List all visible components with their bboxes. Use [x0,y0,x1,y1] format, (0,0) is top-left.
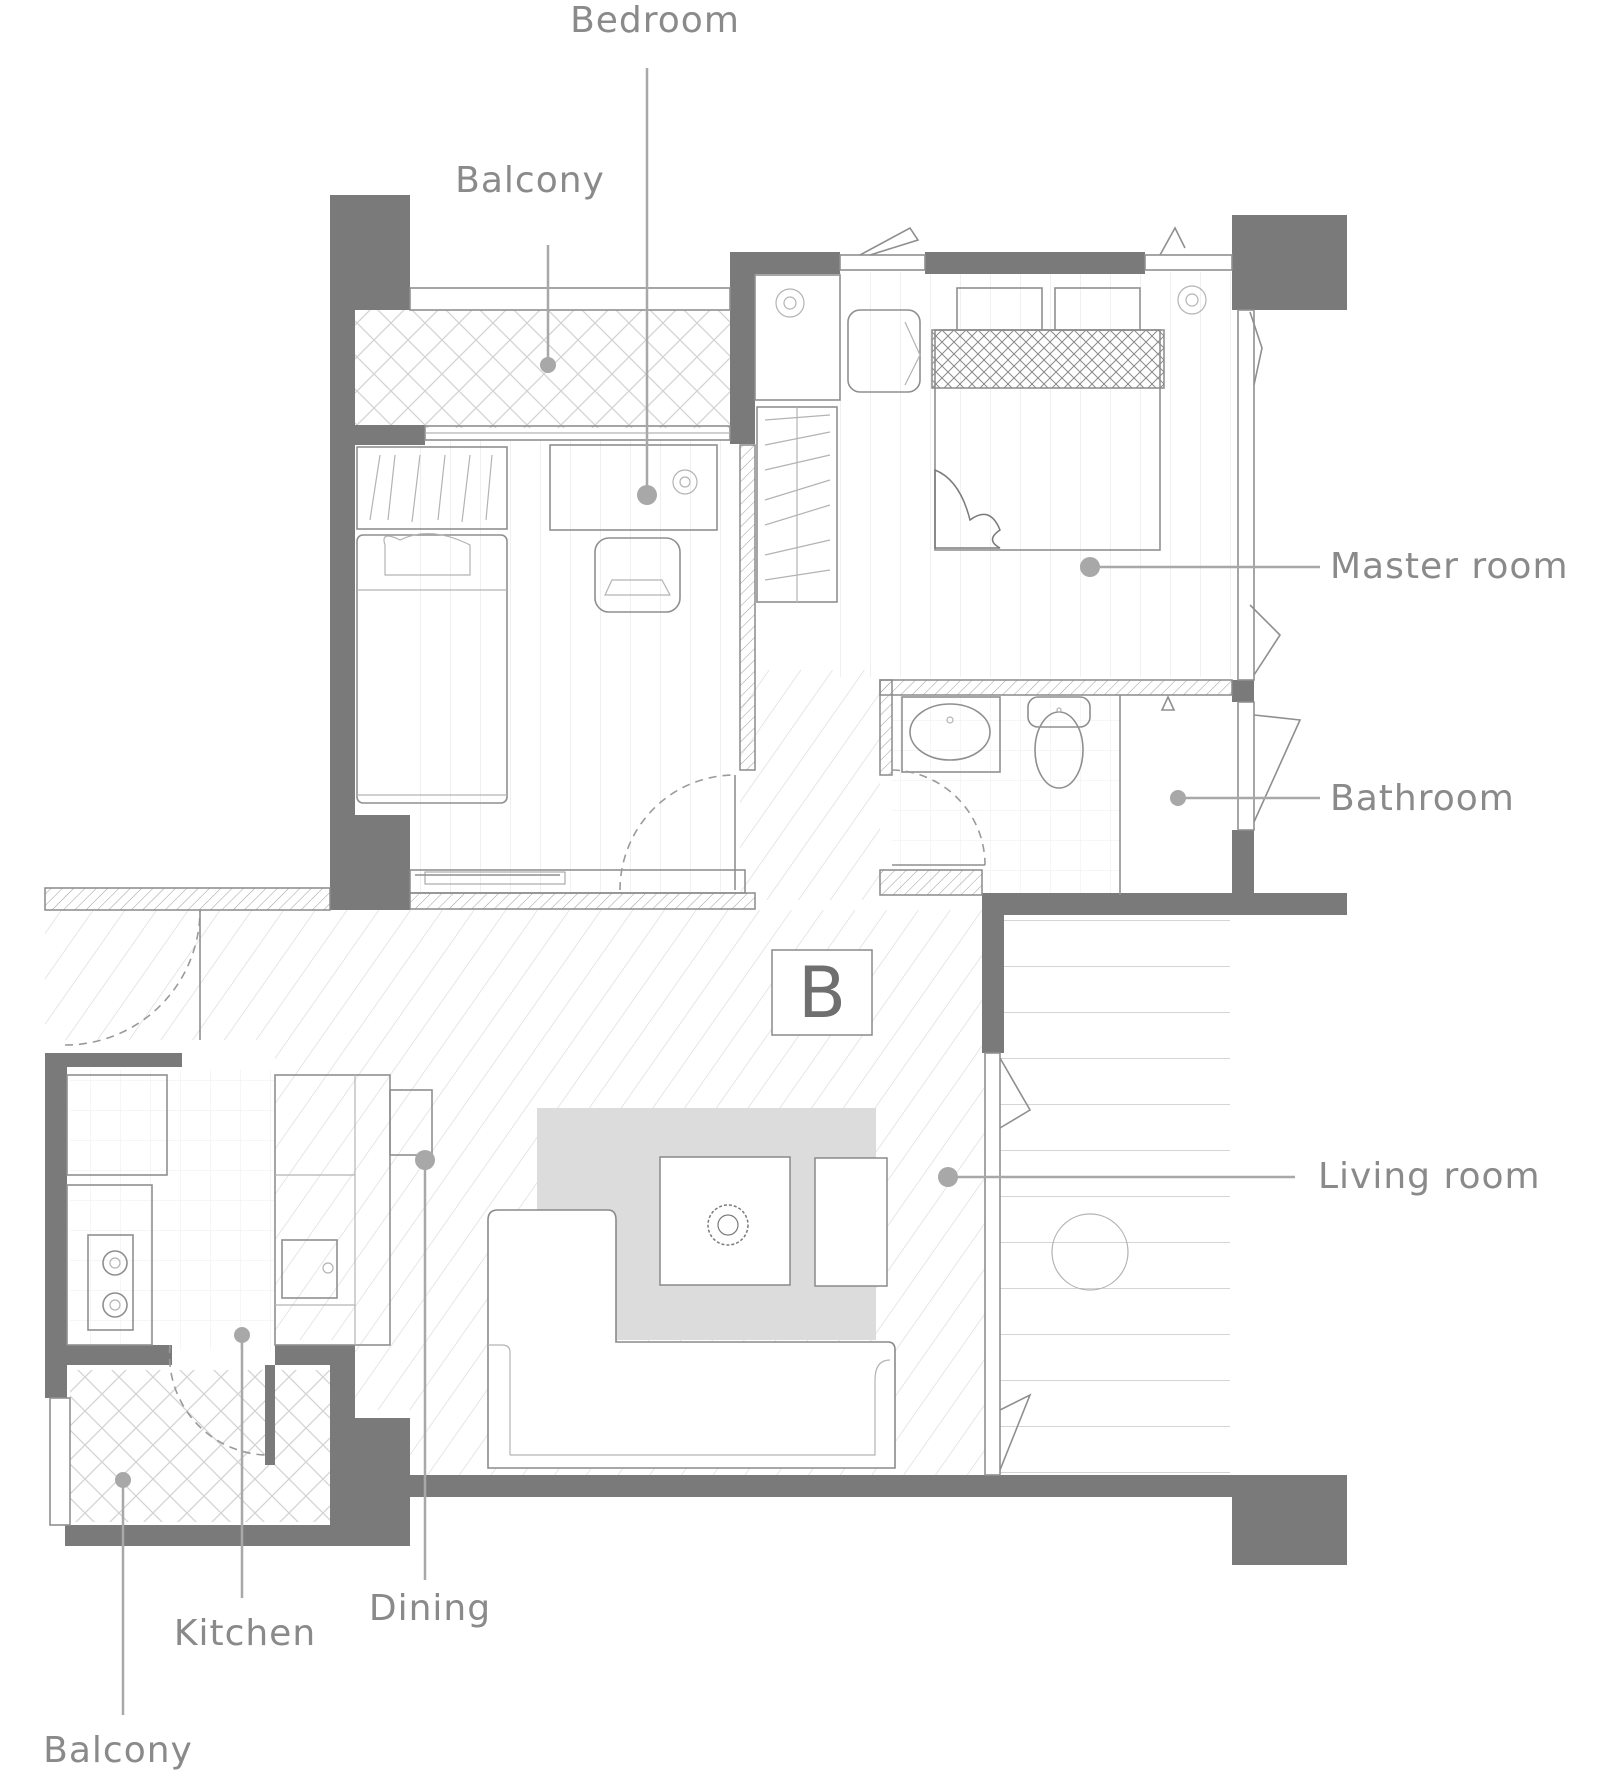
label-balcony-top: Balcony [455,160,605,201]
label-bedroom: Bedroom [570,0,740,41]
unit-label: B [798,952,846,1034]
room-labels: Bedroom Balcony Master room Bathroom Liv… [43,0,1569,1771]
label-bathroom: Bathroom [1330,778,1515,819]
bathroom-fixtures [891,695,1302,895]
leader-lines [115,68,1320,1715]
windows [49,254,1255,1526]
master-room-furniture [754,226,1282,676]
label-living-room: Living room [1318,1156,1541,1197]
label-balcony-bottom: Balcony [43,1730,193,1771]
kitchen-fixtures [64,909,433,1456]
bedroom-furniture [356,444,736,891]
living-room-furniture [487,949,1129,1471]
walls [44,195,1347,1565]
label-dining: Dining [369,1588,491,1629]
label-master-room: Master room [1330,546,1569,587]
label-kitchen: Kitchen [174,1613,316,1654]
